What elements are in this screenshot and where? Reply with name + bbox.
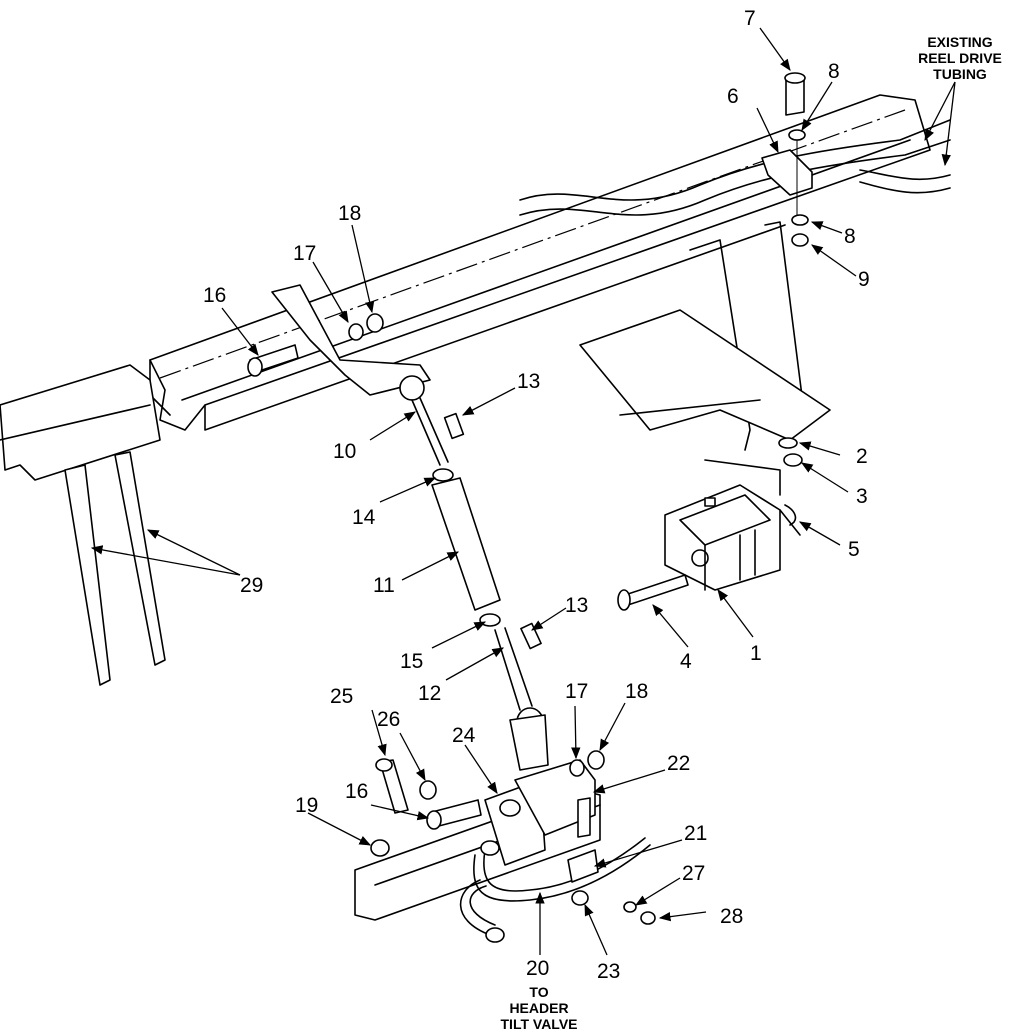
callout-16-top: 16 xyxy=(203,284,226,307)
callout-3: 3 xyxy=(856,485,868,508)
note-tilt-valve-line-1: TO xyxy=(529,984,548,1000)
callout-22: 22 xyxy=(667,752,690,775)
callout-16-bottom: 16 xyxy=(345,780,368,803)
callout-11: 11 xyxy=(373,574,395,597)
nut xyxy=(783,453,803,467)
callout-26: 26 xyxy=(377,708,400,731)
washer xyxy=(778,437,798,449)
callout-1: 1 xyxy=(750,642,762,665)
sensor-box xyxy=(664,484,781,591)
tube-clamp xyxy=(761,72,813,247)
hydraulic-lines xyxy=(459,837,656,943)
callout-14: 14 xyxy=(352,506,376,529)
clevis-pin xyxy=(617,574,689,611)
lower-bracket xyxy=(354,714,605,921)
callout-18-bottom: 18 xyxy=(625,680,648,703)
note-reel-drive-line-2: REEL DRIVE xyxy=(918,50,1002,66)
callout-13-top: 13 xyxy=(517,370,540,393)
callout-9: 9 xyxy=(858,268,870,291)
callout-19: 19 xyxy=(295,794,318,817)
callout-4: 4 xyxy=(680,650,692,673)
callout-12: 12 xyxy=(418,682,441,705)
callout-27: 27 xyxy=(682,862,705,885)
reel-drive-tubing xyxy=(519,119,951,216)
upper-bracket xyxy=(247,284,431,396)
callout-23: 23 xyxy=(597,960,620,983)
callout-17-top: 17 xyxy=(293,242,316,265)
callout-25: 25 xyxy=(330,685,353,708)
note-reel-drive-line-1: EXISTING xyxy=(927,34,992,50)
callout-24: 24 xyxy=(452,724,476,747)
note-reel-drive: EXISTING REEL DRIVE TUBING xyxy=(918,34,1002,82)
note-tilt-valve: TO HEADER TILT VALVE xyxy=(501,984,578,1032)
callout-28: 28 xyxy=(720,905,743,928)
callout-2: 2 xyxy=(856,445,868,468)
callout-8-top: 8 xyxy=(828,60,840,83)
callout-6: 6 xyxy=(727,85,739,108)
note-reel-drive-line-3: TUBING xyxy=(933,66,987,82)
callout-29: 29 xyxy=(240,574,263,597)
callout-8-bottom: 8 xyxy=(844,225,856,248)
callout-18-top: 18 xyxy=(338,202,361,225)
crop-divider xyxy=(0,364,166,686)
callout-15: 15 xyxy=(400,650,423,673)
callout-10: 10 xyxy=(333,440,356,463)
leader-lines xyxy=(90,27,956,956)
callout-13-bottom: 13 xyxy=(565,594,588,617)
callout-21: 21 xyxy=(684,822,707,845)
callout-17-bottom: 17 xyxy=(565,680,588,703)
callout-5: 5 xyxy=(848,538,860,561)
note-tilt-valve-line-2: HEADER xyxy=(509,1000,568,1016)
callout-labels: 1 2 3 4 5 6 7 8 8 9 10 11 12 13 13 14 15… xyxy=(203,7,870,983)
callout-20: 20 xyxy=(526,957,549,980)
cotter-pin xyxy=(779,504,801,536)
note-tilt-valve-line-3: TILT VALVE xyxy=(501,1016,578,1032)
callout-7: 7 xyxy=(744,7,756,30)
